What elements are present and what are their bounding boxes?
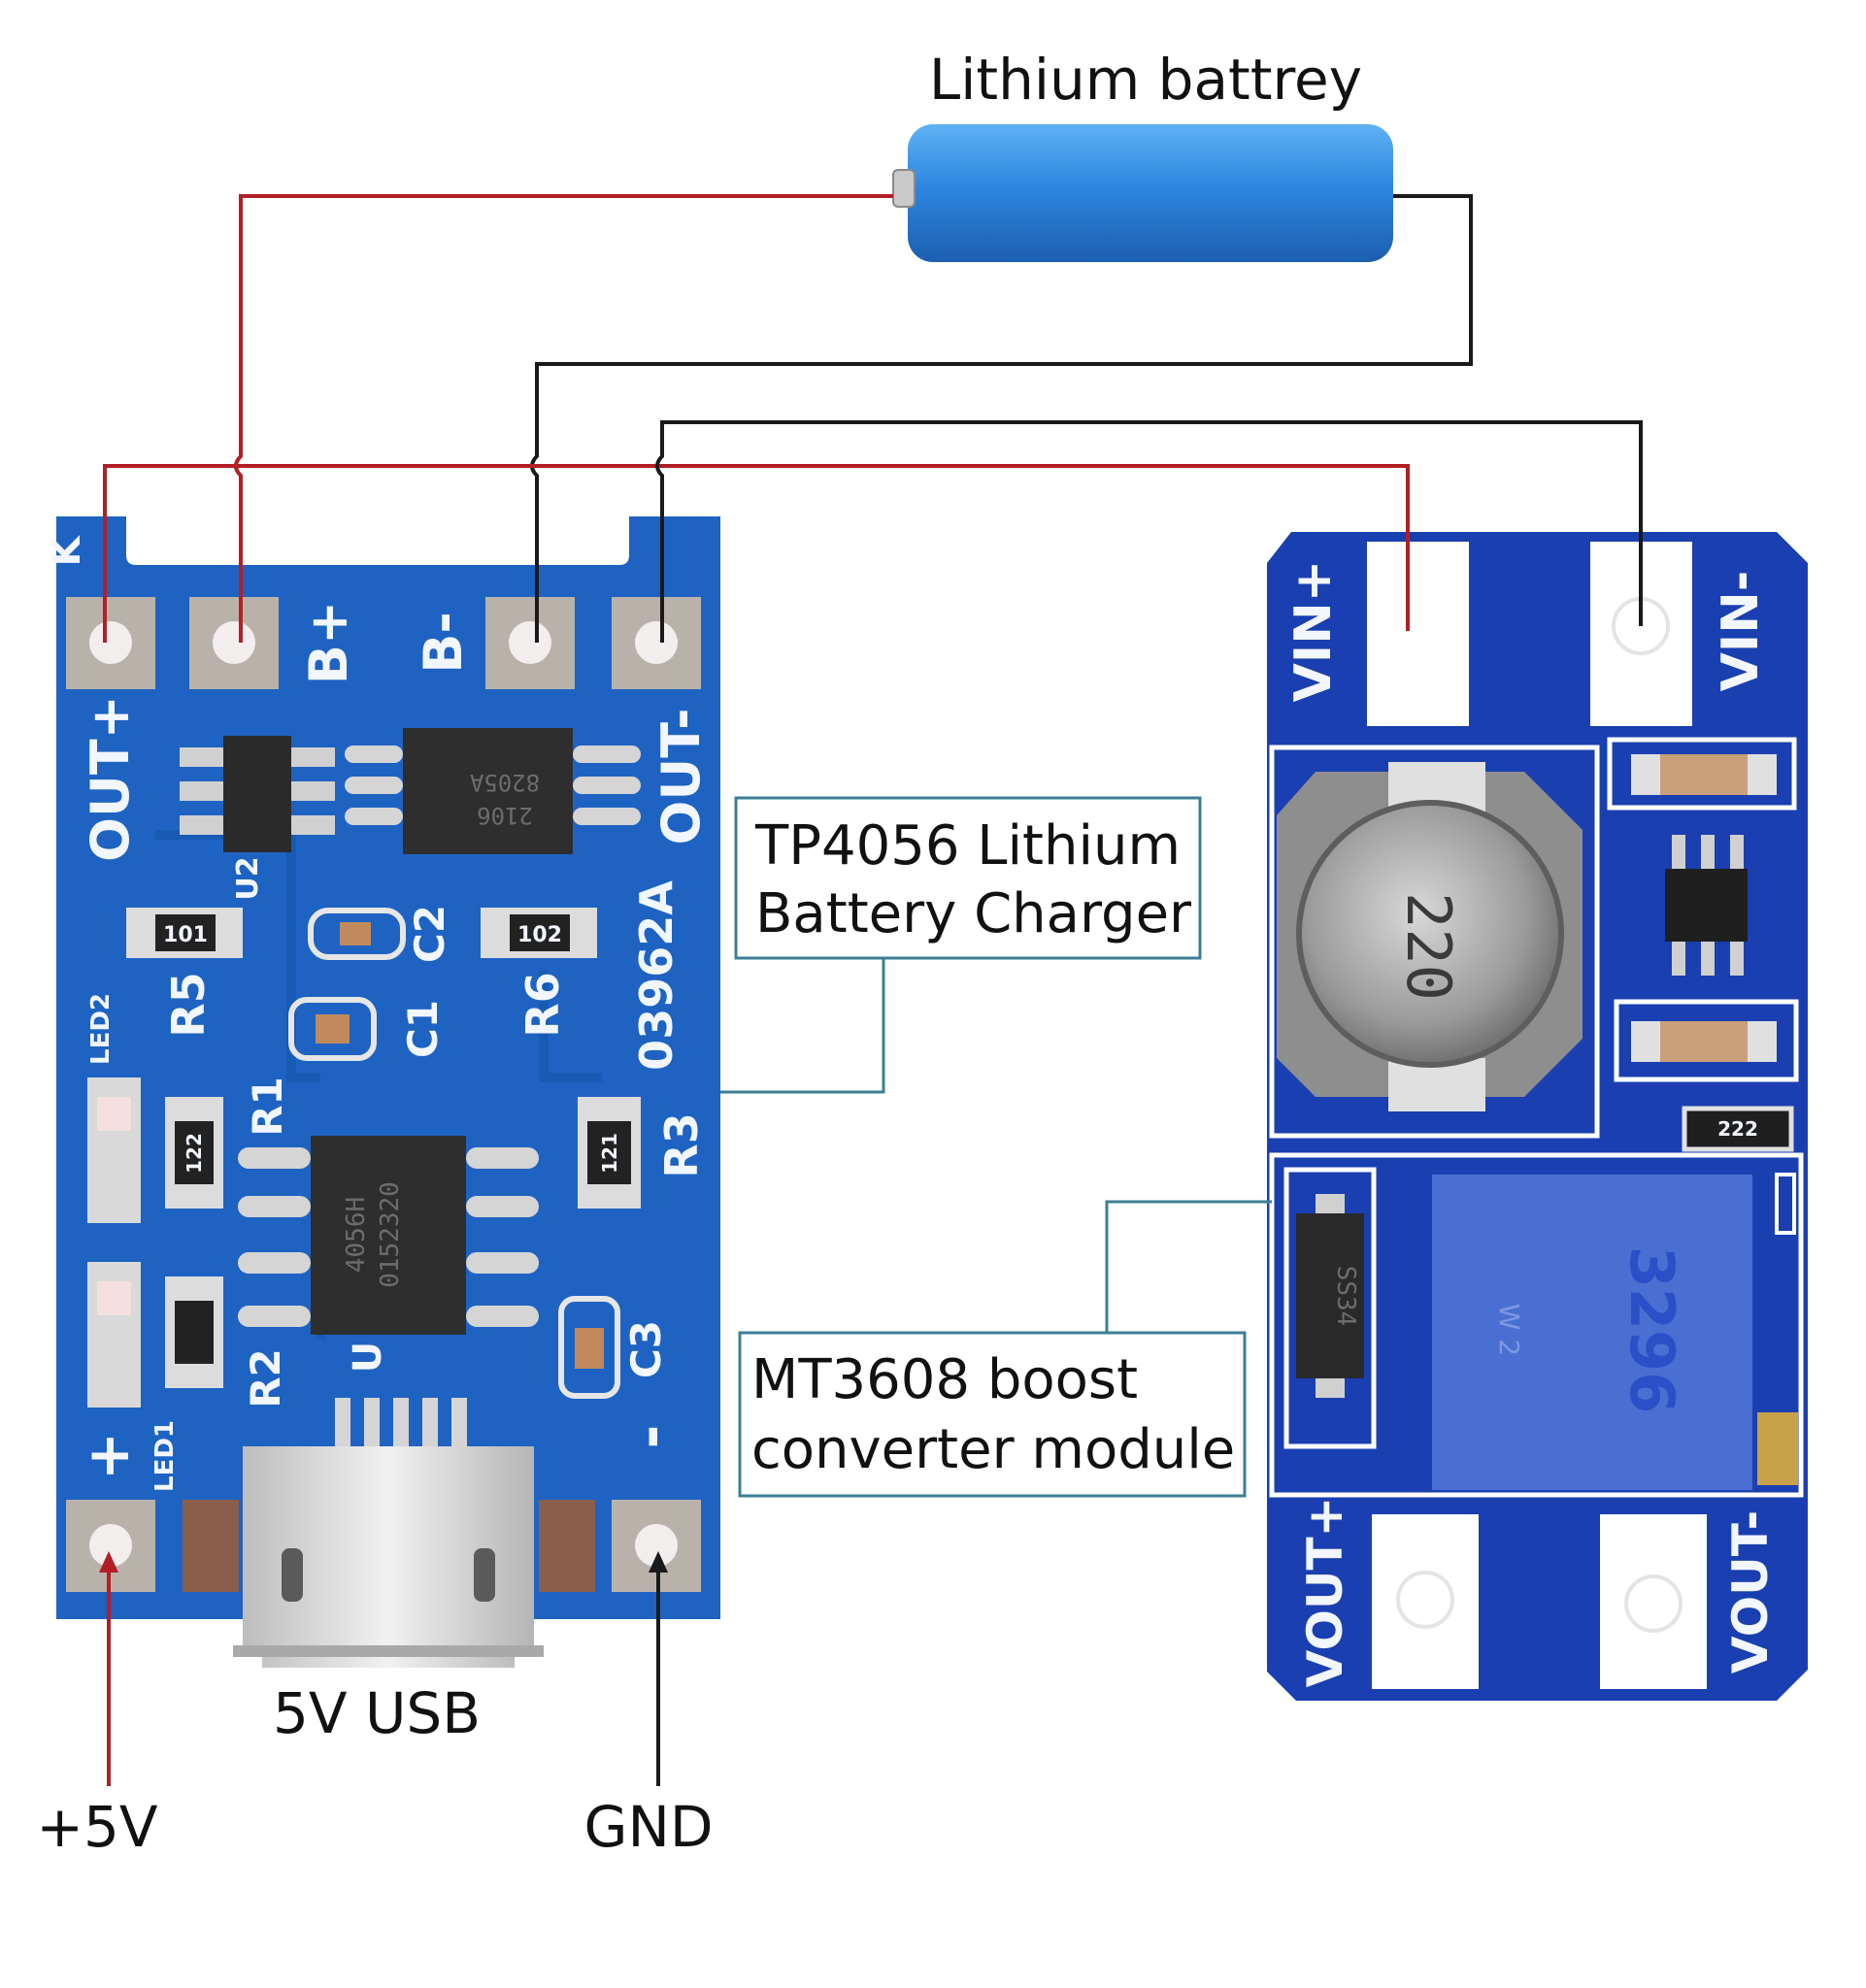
tp4056-label-led1: LED1 xyxy=(150,1420,180,1492)
tp4056-chip-main-line1: 4056H xyxy=(342,1197,371,1273)
mt3608-label-vout-plus: VOUT+ xyxy=(1297,1497,1353,1688)
tp4056-label-b-plus: B+ xyxy=(298,601,359,684)
tp4056-callout-line1: TP4056 Lithium xyxy=(754,814,1181,878)
mt3608-pot-value: 3296 xyxy=(1616,1246,1687,1414)
wire-battery-negative xyxy=(530,194,1473,643)
tp4056-label-r5: R5 xyxy=(162,972,215,1037)
tp4056-label-c2: C2 xyxy=(406,905,453,963)
mt3608-inductor-value: 220 xyxy=(1393,892,1464,1001)
tp4056-board xyxy=(56,516,720,1668)
mt3608-callout-line1: MT3608 boost xyxy=(751,1348,1138,1411)
tp4056-label-board-code: 03962A xyxy=(630,880,683,1071)
mt3608-label-vin-minus: VIN- xyxy=(1712,571,1770,692)
plus5v-label: +5V xyxy=(36,1794,157,1860)
wires xyxy=(99,194,1643,1786)
tp4056-chip-main-line2: 0152320 xyxy=(376,1181,405,1288)
battery-label: Lithium battrey xyxy=(929,47,1362,113)
usb-label: 5V USB xyxy=(273,1680,481,1746)
callout-tp4056 xyxy=(720,796,1202,1094)
mt3608-board xyxy=(1267,532,1808,1701)
tp4056-label-in-minus: - xyxy=(616,1425,684,1449)
tp4056-label-u1: U xyxy=(346,1342,390,1373)
tp4056-res-122: 122 xyxy=(183,1133,206,1174)
tp4056-res-121: 121 xyxy=(598,1133,621,1174)
tp4056-res-101: 101 xyxy=(163,923,208,947)
tp4056-chip-prot-line1: 8205A xyxy=(469,769,540,796)
mt3608-res-small: 222 xyxy=(1717,1117,1758,1141)
wire-out-minus-to-vin-minus xyxy=(655,420,1643,643)
tp4056-label-r6: R6 xyxy=(516,972,569,1037)
mt3608-pot-small: W 2 xyxy=(1493,1304,1525,1356)
mt3608-diode-mark: SS34 xyxy=(1331,1266,1360,1327)
tp4056-chip-prot-line2: 2106 xyxy=(477,802,533,829)
mt3608-callout-line2: converter module xyxy=(751,1418,1235,1481)
tp4056-label-in-plus: + xyxy=(75,1432,143,1480)
tp4056-label-b-minus: B- xyxy=(413,612,474,674)
tp4056-label-u2: U2 xyxy=(231,856,265,900)
tp4056-label-r3: R3 xyxy=(655,1112,708,1177)
mt3608-label-vin-plus: VIN+ xyxy=(1284,560,1343,703)
tp4056-callout-line2: Battery Charger xyxy=(755,882,1192,945)
tp4056-label-r2: R2 xyxy=(242,1348,289,1408)
tp4056-res-102: 102 xyxy=(517,923,562,947)
tp4056-label-r1: R1 xyxy=(244,1077,291,1137)
tp4056-label-c1: C1 xyxy=(399,1000,447,1058)
lithium-battery xyxy=(892,124,1393,262)
tp4056-label-led2: LED2 xyxy=(86,993,116,1065)
tp4056-label-out-plus: OUT+ xyxy=(80,695,141,862)
tp4056-label-out-minus: OUT- xyxy=(650,708,712,845)
wire-out-plus-to-vin-plus xyxy=(103,464,1410,643)
mt3608-label-vout-minus: VOUT- xyxy=(1722,1510,1779,1673)
gnd-label: GND xyxy=(584,1794,714,1860)
tp4056-label-k: K xyxy=(45,535,89,567)
tp4056-label-c3: C3 xyxy=(622,1320,670,1378)
callout-mt3608 xyxy=(738,1200,1272,1498)
